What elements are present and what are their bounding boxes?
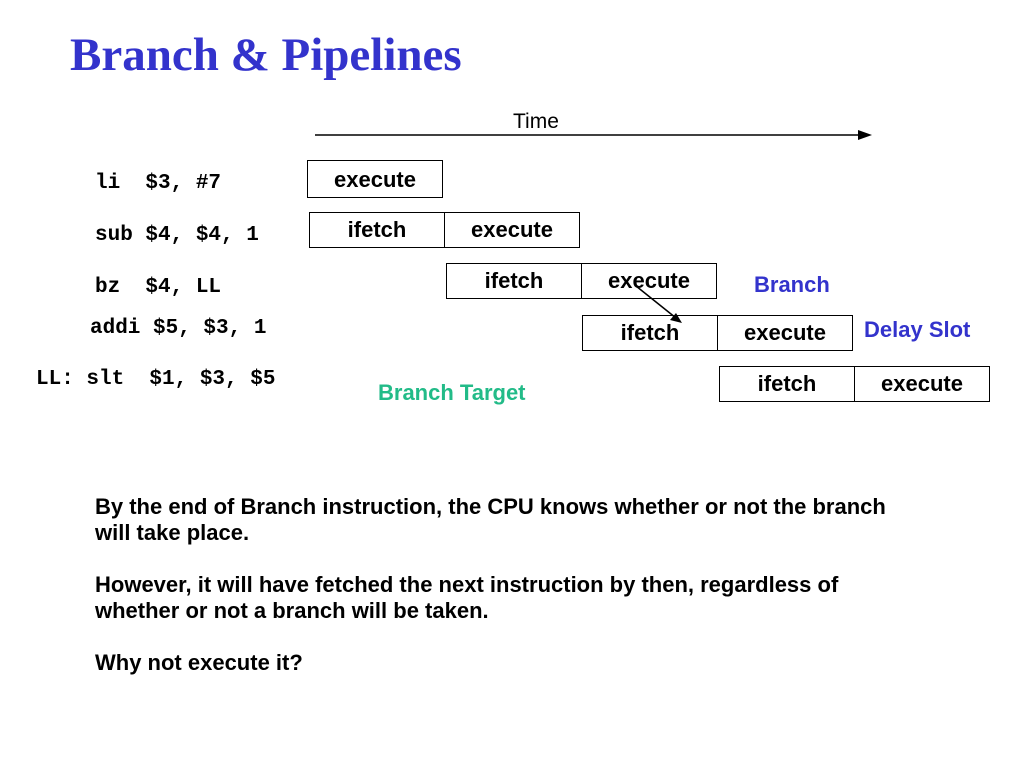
paragraph-next-instruction: However, it will have fetched the next i… (95, 572, 839, 623)
instruction-slt: LL: slt $1, $3, $5 (36, 368, 276, 391)
instruction-sub: sub $4, $4, 1 (95, 224, 259, 247)
stage-execute-li: execute (307, 160, 443, 198)
instruction-bz: bz $4, LL (95, 276, 222, 299)
stage-ifetch-bz: ifetch (446, 263, 582, 299)
stage-execute-slt: execute (854, 366, 990, 402)
paragraph-why-not: Why not execute it? (95, 650, 303, 675)
stage-execute-bz: execute (581, 263, 717, 299)
instruction-li: li $3, #7 (95, 172, 222, 195)
delay-slot-annotation: Delay Slot (864, 317, 971, 342)
instruction-addi: addi $5, $3, 1 (90, 317, 267, 340)
stage-execute-addi: execute (717, 315, 853, 351)
stage-ifetch-sub: ifetch (309, 212, 445, 248)
time-axis-label: Time (513, 110, 559, 133)
stage-ifetch-slt: ifetch (719, 366, 855, 402)
branch-annotation: Branch (754, 272, 830, 297)
stage-execute-sub: execute (444, 212, 580, 248)
slide-title: Branch & Pipelines (70, 29, 462, 81)
paragraph-branch-knowledge: By the end of Branch instruction, the CP… (95, 494, 886, 545)
branch-target-annotation: Branch Target (378, 380, 526, 405)
stage-ifetch-addi: ifetch (582, 315, 718, 351)
